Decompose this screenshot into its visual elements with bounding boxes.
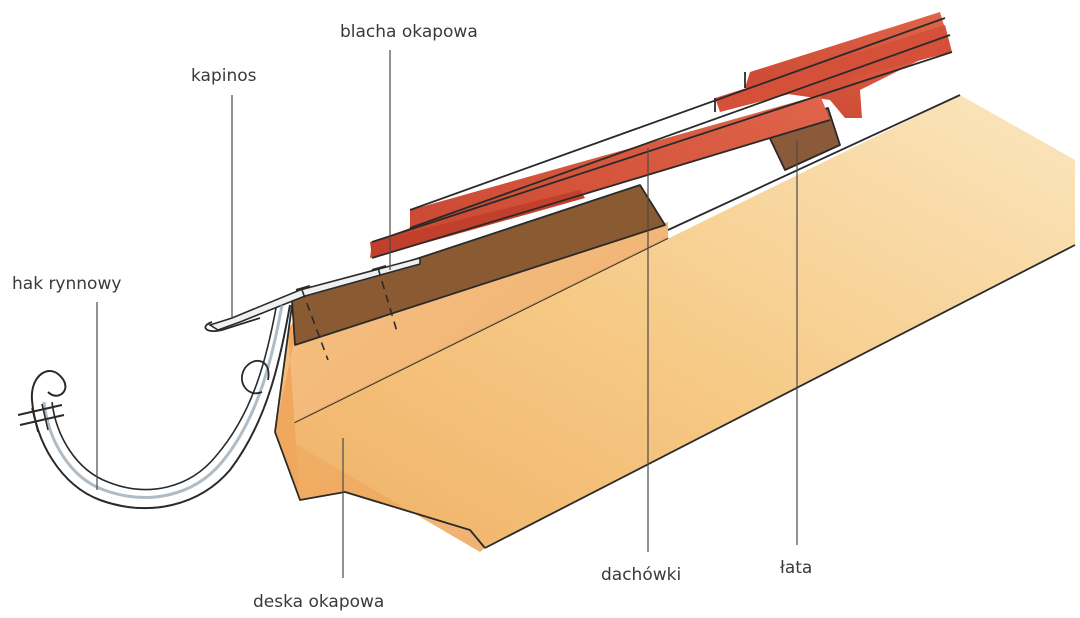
nail-head-1 [295,285,311,291]
rafter-body [275,95,1075,548]
label-lata: łata [780,558,812,578]
label-blacha-okapowa: blacha okapowa [340,22,478,42]
gutter-bracket-3 [31,407,39,433]
leader-lines [96,50,798,578]
tile-middle [715,25,952,112]
eave-board-front [275,312,300,500]
gutter-bracket-4 [41,403,49,431]
tile-line-4 [371,119,831,259]
nail-dashed-2 [377,267,399,336]
gutter-hook-inner-line [51,307,277,491]
tile-line-1 [409,17,946,211]
rafter-bottom-edge [484,244,1076,549]
nail-dashed-1 [301,289,329,361]
eave-flashing [204,256,421,361]
gutter-hook [17,304,291,510]
tile-lower-lip [370,190,585,258]
eave-board-top-outline [291,184,666,346]
flashing-sheet [208,256,421,331]
eave-board-top-face [292,185,665,345]
label-dachowki: dachówki [601,565,681,585]
tile-line-3 [371,51,953,243]
gutter-bracket-2 [19,414,65,426]
gutter-curl-right [240,359,270,395]
gutter-hook-inner [42,304,284,499]
eave-board-top [291,184,666,346]
rafter-top-line [667,94,961,231]
label-kapinos: kapinos [191,66,257,86]
gutter-hook-outer [30,304,291,510]
label-hak-rynnowy: hak rynnowy [12,274,121,294]
labels: blacha okapowa kapinos hak rynnowy deska… [12,22,812,612]
tile-line-2 [409,34,951,229]
nail-head-2 [371,265,387,271]
drip-edge [204,317,261,332]
roof-tiles [370,12,953,259]
eave-board-outline [274,304,486,549]
gutter-bracket-1 [17,404,63,416]
label-deska-okapowa: deska okapowa [253,592,384,612]
